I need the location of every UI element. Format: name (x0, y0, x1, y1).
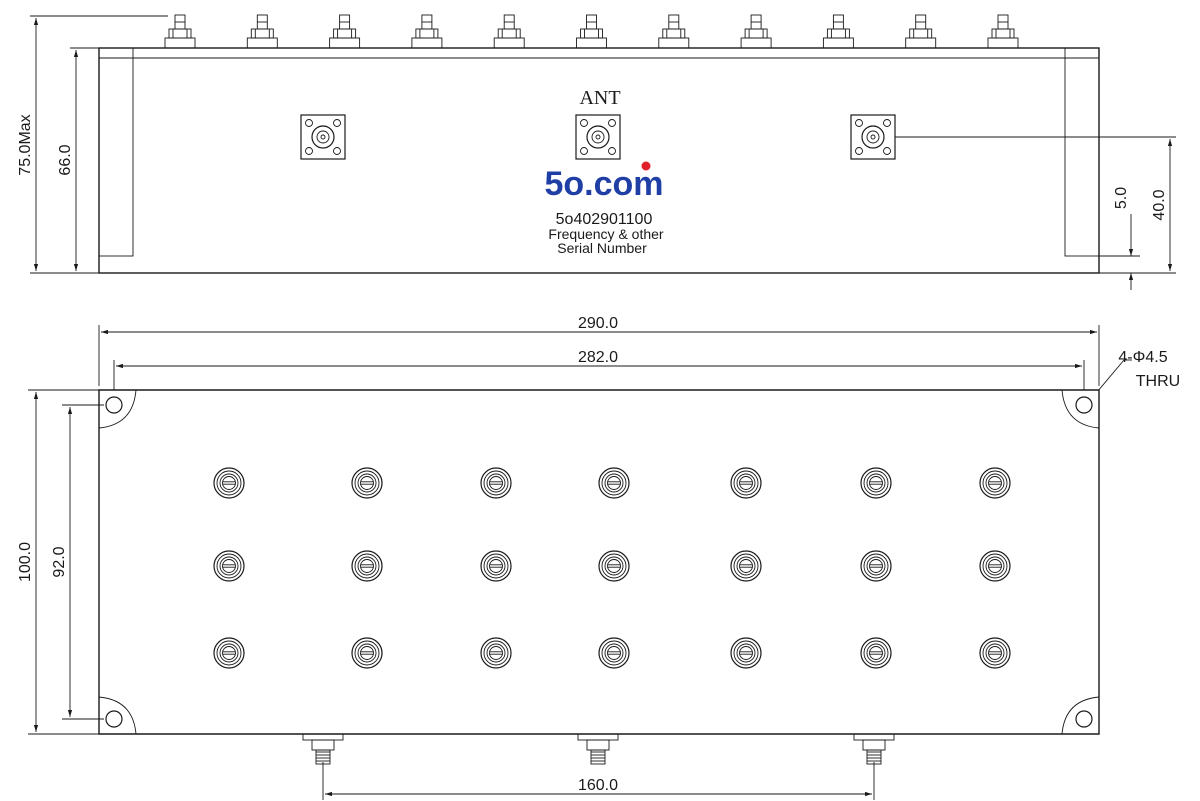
tuning-screw (351, 467, 383, 499)
corner-br (1061, 696, 1100, 735)
tuning-screw (213, 467, 245, 499)
ant-label: ANT (579, 87, 620, 109)
tuning-screw (351, 550, 383, 582)
hole-spec-thru: THRU (1136, 373, 1180, 390)
top-sma-connector (658, 14, 690, 49)
top-connector-row (164, 14, 1019, 49)
dim-bottom-spacing: 160.0 (578, 777, 618, 794)
n-connector-right (850, 114, 896, 160)
bottom-connector-row (302, 733, 895, 765)
dim-depth-holes: 92.0 (51, 546, 68, 577)
tuning-screw-grid (213, 467, 1011, 669)
top-sma-connector (576, 14, 607, 49)
corner-tr (1061, 389, 1100, 429)
top-sma-connector (822, 14, 854, 49)
tuning-screw (730, 467, 762, 499)
tuning-screw (351, 637, 383, 669)
tuning-screw (480, 467, 512, 499)
tuning-screw (979, 467, 1011, 499)
top-sma-connector (987, 14, 1019, 49)
mount-hole-br (1075, 710, 1093, 728)
logo-dot (641, 161, 651, 171)
dim-right-offset: 5.0 (1113, 187, 1130, 209)
dim-right-height: 40.0 (1151, 189, 1168, 220)
dim-height-body: 66.0 (57, 144, 74, 175)
top-sma-connector (493, 14, 525, 49)
tuning-screw (480, 550, 512, 582)
top-view: 290.0 282.0 4-Φ4.5 THRU 100.0 92.0 (17, 315, 1180, 800)
n-connector-ant (575, 114, 621, 160)
front-view: ANT 5o.com 5o402901100 Frequency & other… (17, 14, 1176, 290)
tuning-screw (598, 637, 630, 669)
left-flange (98, 47, 134, 257)
corner-tl (98, 389, 137, 429)
mount-hole-tr (1075, 396, 1093, 414)
dim-width-total: 290.0 (578, 315, 618, 332)
tuning-screw (860, 637, 892, 669)
tuning-screw (213, 637, 245, 669)
dim-depth-total: 100.0 (17, 542, 34, 582)
tuning-screw (979, 637, 1011, 669)
tuning-screw (860, 550, 892, 582)
tuning-screw (730, 637, 762, 669)
corner-bl (98, 696, 137, 735)
top-sma-connector (740, 14, 772, 49)
tuning-screw (730, 550, 762, 582)
right-flange (1064, 47, 1100, 257)
bottom-sma-connector (302, 733, 344, 765)
top-sma-connector (905, 14, 937, 49)
hole-spec: 4-Φ4.5 (1118, 349, 1167, 366)
tuning-screw (213, 550, 245, 582)
tuning-screw (598, 467, 630, 499)
part-number: 5o402901100 (556, 211, 653, 228)
bottom-sma-connector (853, 733, 895, 765)
tuning-screw (480, 637, 512, 669)
dim-width-holes: 282.0 (578, 349, 618, 366)
top-sma-connector (329, 14, 361, 49)
dim-height-max: 75.0Max (17, 114, 34, 175)
mount-hole-tl (105, 396, 123, 414)
company-logo: 5o.com (544, 165, 663, 203)
info-line-2: Serial Number (557, 240, 647, 256)
tuning-screw (860, 467, 892, 499)
tuning-screw (979, 550, 1011, 582)
info-line-1: Frequency & other (548, 226, 664, 242)
mount-hole-bl (105, 710, 123, 728)
tuning-screw (598, 550, 630, 582)
bottom-sma-connector (577, 733, 619, 765)
n-connector-left (300, 114, 346, 160)
top-sma-connector (246, 14, 278, 49)
front-body (98, 47, 1100, 274)
top-sma-connector (411, 14, 443, 49)
top-sma-connector (164, 14, 196, 49)
